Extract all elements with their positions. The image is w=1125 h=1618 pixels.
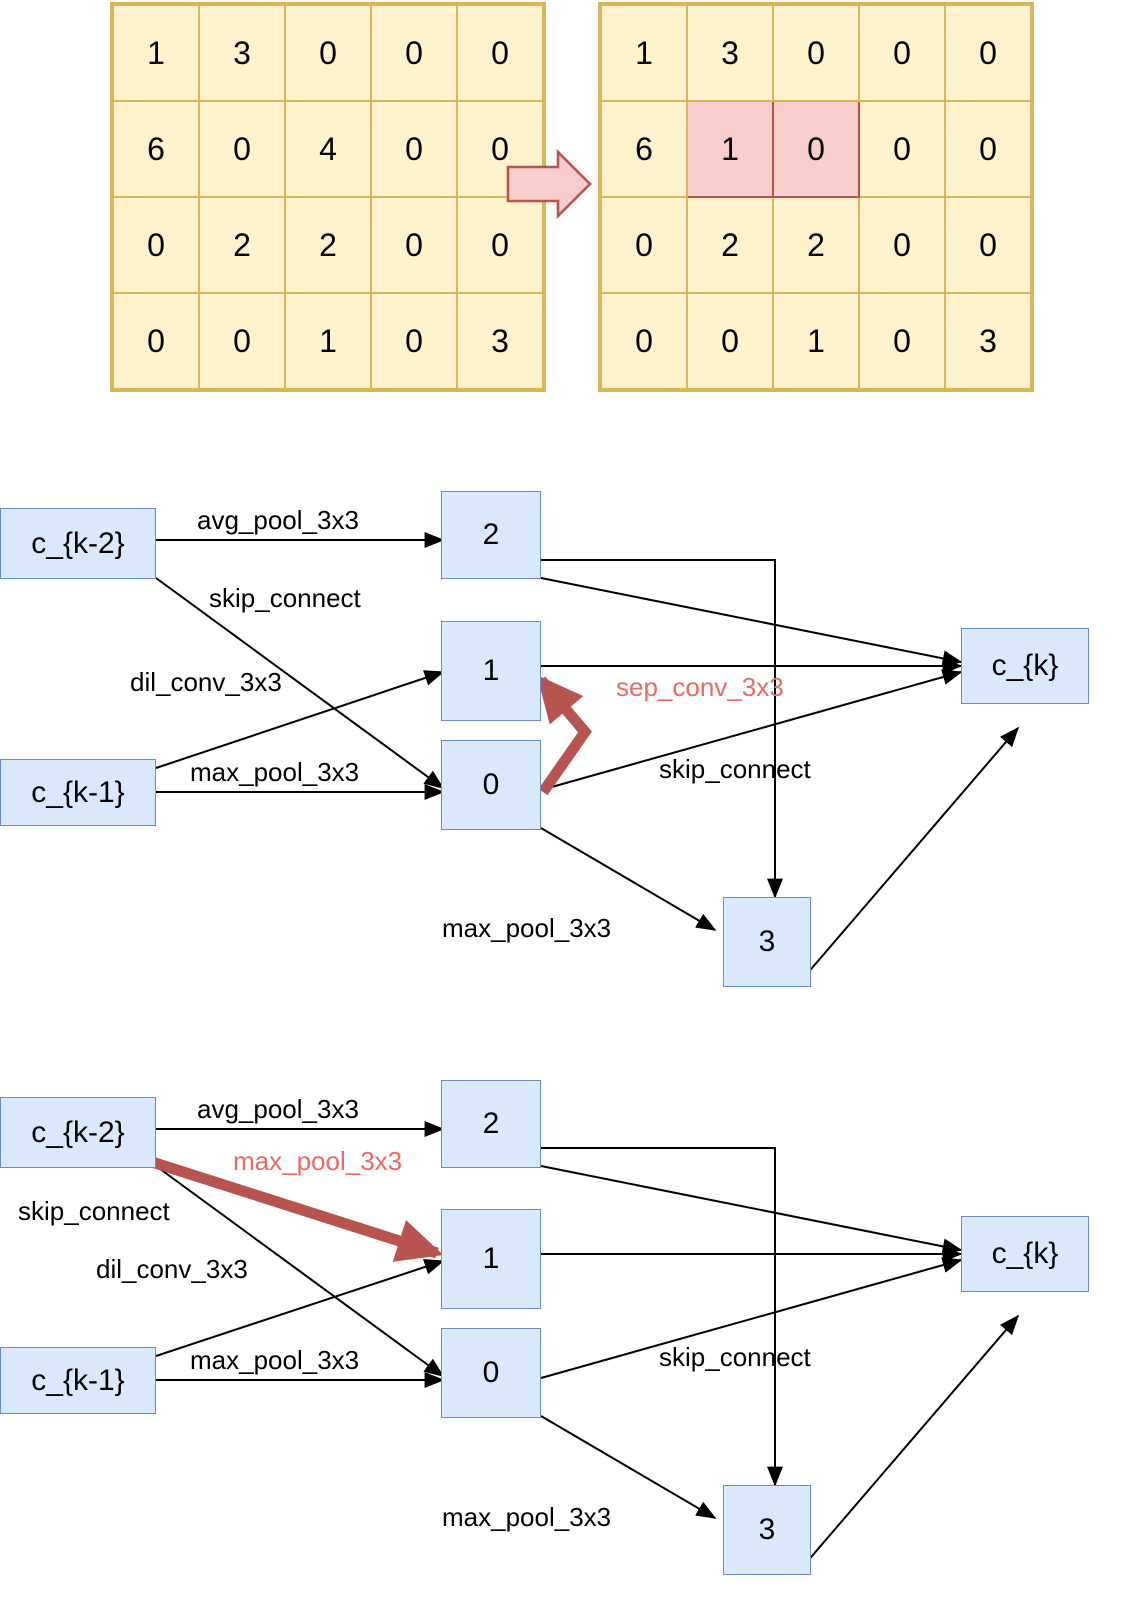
grid-cell: 1 [599,3,688,102]
grid-cell-highlighted: 1 [686,100,774,198]
grid-cell: 0 [858,3,946,102]
grid-cell: 0 [944,100,1033,198]
node-label: 2 [482,1107,500,1140]
edge-label-max-pool-output: max_pool_3x3 [442,1502,612,1532]
node-ck2[interactable]: c_{k-2} [0,508,156,579]
grid-cell: 1 [772,292,860,391]
node-0[interactable]: 0 [441,1328,541,1418]
node-1[interactable]: 1 [441,1209,541,1309]
grid-cell: 6 [599,100,688,198]
input-feature-map-grid: 1 3 0 0 0 6 0 4 0 0 0 2 2 0 0 0 0 1 0 3 [110,2,546,392]
grid-cell: 0 [944,196,1033,294]
grid-cell: 3 [456,292,545,391]
edge-label-skip-connect-input: skip_connect [209,583,361,613]
edge-label-avg-pool: avg_pool_3x3 [197,505,359,535]
grid-cell: 3 [944,292,1033,391]
grid-row: 0 0 1 0 3 [111,292,545,391]
node-ck2[interactable]: c_{k-2} [0,1097,156,1168]
grid-cell: 0 [284,3,372,102]
grid-cell: 0 [198,292,286,391]
node-ck[interactable]: c_{k} [961,1216,1089,1292]
grid-cell: 0 [198,100,286,198]
node-label: 0 [482,1356,500,1389]
grid-cell: 0 [858,100,946,198]
edge-label-skip-connect-middle: skip_connect [659,754,811,784]
edge-label-max-pool-input: max_pool_3x3 [190,1345,360,1375]
edge-n2-to-ck [540,1165,963,1255]
output-feature-map-grid: 1 3 0 0 0 6 1 0 0 0 0 2 2 0 0 0 0 1 0 3 [598,2,1034,392]
node-0[interactable]: 0 [441,740,541,830]
node-label: 3 [758,925,776,958]
node-2[interactable]: 2 [441,491,541,579]
node-1[interactable]: 1 [441,621,541,721]
grid-cell: 0 [370,196,458,294]
grid-row: 0 2 2 0 0 [599,196,1033,294]
edge-label-highlight-sep-conv: sep_conv_3x3 [616,672,784,702]
grid-cell: 1 [111,3,200,102]
grid-cell: 0 [370,292,458,391]
grid-cell: 0 [370,3,458,102]
grid-cell: 0 [456,3,545,102]
node-label: c_{k-2} [31,1115,125,1149]
edge-n3-to-ck [805,1314,1020,1564]
edge-label-avg-pool: avg_pool_3x3 [197,1094,359,1124]
grid-row: 0 2 2 0 0 [111,196,545,294]
grid-row: 1 3 0 0 0 [599,3,1033,102]
grid-cell: 1 [284,292,372,391]
grid-cell: 2 [284,196,372,294]
edge-n3-to-ck [805,726,1020,976]
grid-cell: 0 [599,292,688,391]
node-label: c_{k-1} [31,775,125,809]
grid-row: 6 0 4 0 0 [111,100,545,198]
grid-row: 0 0 1 0 3 [599,292,1033,391]
grid-cell: 3 [686,3,774,102]
grid-cell-highlighted: 0 [772,100,860,198]
edge-n2-to-n3 [541,1147,783,1487]
grid-cell: 0 [944,3,1033,102]
top-diagram-highlight-edge [536,674,592,796]
grid-row: 6 1 0 0 0 [599,100,1033,198]
grid-cell: 0 [370,100,458,198]
node-label: c_{k} [991,1237,1059,1270]
grid-cell: 2 [772,196,860,294]
node-label: 1 [482,1242,500,1275]
node-label: 2 [482,518,500,551]
edge-n2-to-n3 [541,559,783,899]
node-2[interactable]: 2 [441,1080,541,1168]
edge-n2-to-ck [540,577,963,667]
edge-label-max-pool-input: max_pool_3x3 [190,757,360,787]
edge-label-max-pool-output: max_pool_3x3 [442,913,612,943]
edge-label-skip-connect-middle: skip_connect [659,1342,811,1372]
node-label: 0 [482,768,500,801]
grid-cell: 0 [111,196,200,294]
edge-label-dil-conv: dil_conv_3x3 [130,667,282,697]
edge-label-dil-conv: dil_conv_3x3 [96,1254,248,1284]
node-ck1[interactable]: c_{k-1} [0,759,156,826]
grid-cell: 0 [599,196,688,294]
grid-cell: 4 [284,100,372,198]
edge-label-highlight-max-pool: max_pool_3x3 [233,1146,403,1176]
node-ck1[interactable]: c_{k-1} [0,1347,156,1414]
node-ck[interactable]: c_{k} [961,628,1089,704]
node-label: c_{k-1} [31,1363,125,1397]
node-3[interactable]: 3 [723,1485,811,1575]
node-label: c_{k-2} [31,526,125,560]
grid-cell: 0 [456,196,545,294]
grid-cell: 2 [686,196,774,294]
grid-cell: 0 [111,292,200,391]
node-3[interactable]: 3 [723,897,811,987]
grid-cell: 0 [858,196,946,294]
edge-label-skip-connect-input: skip_connect [18,1196,170,1226]
node-label: 3 [758,1513,776,1546]
grid-cell: 0 [456,100,545,198]
node-label: 1 [482,654,500,687]
grid-cell: 0 [686,292,774,391]
grid-cell: 0 [858,292,946,391]
node-label: c_{k} [991,649,1059,682]
grid-cell: 3 [198,3,286,102]
grid-cell: 6 [111,100,200,198]
grid-cell: 2 [198,196,286,294]
grid-cell: 0 [772,3,860,102]
grid-row: 1 3 0 0 0 [111,3,545,102]
